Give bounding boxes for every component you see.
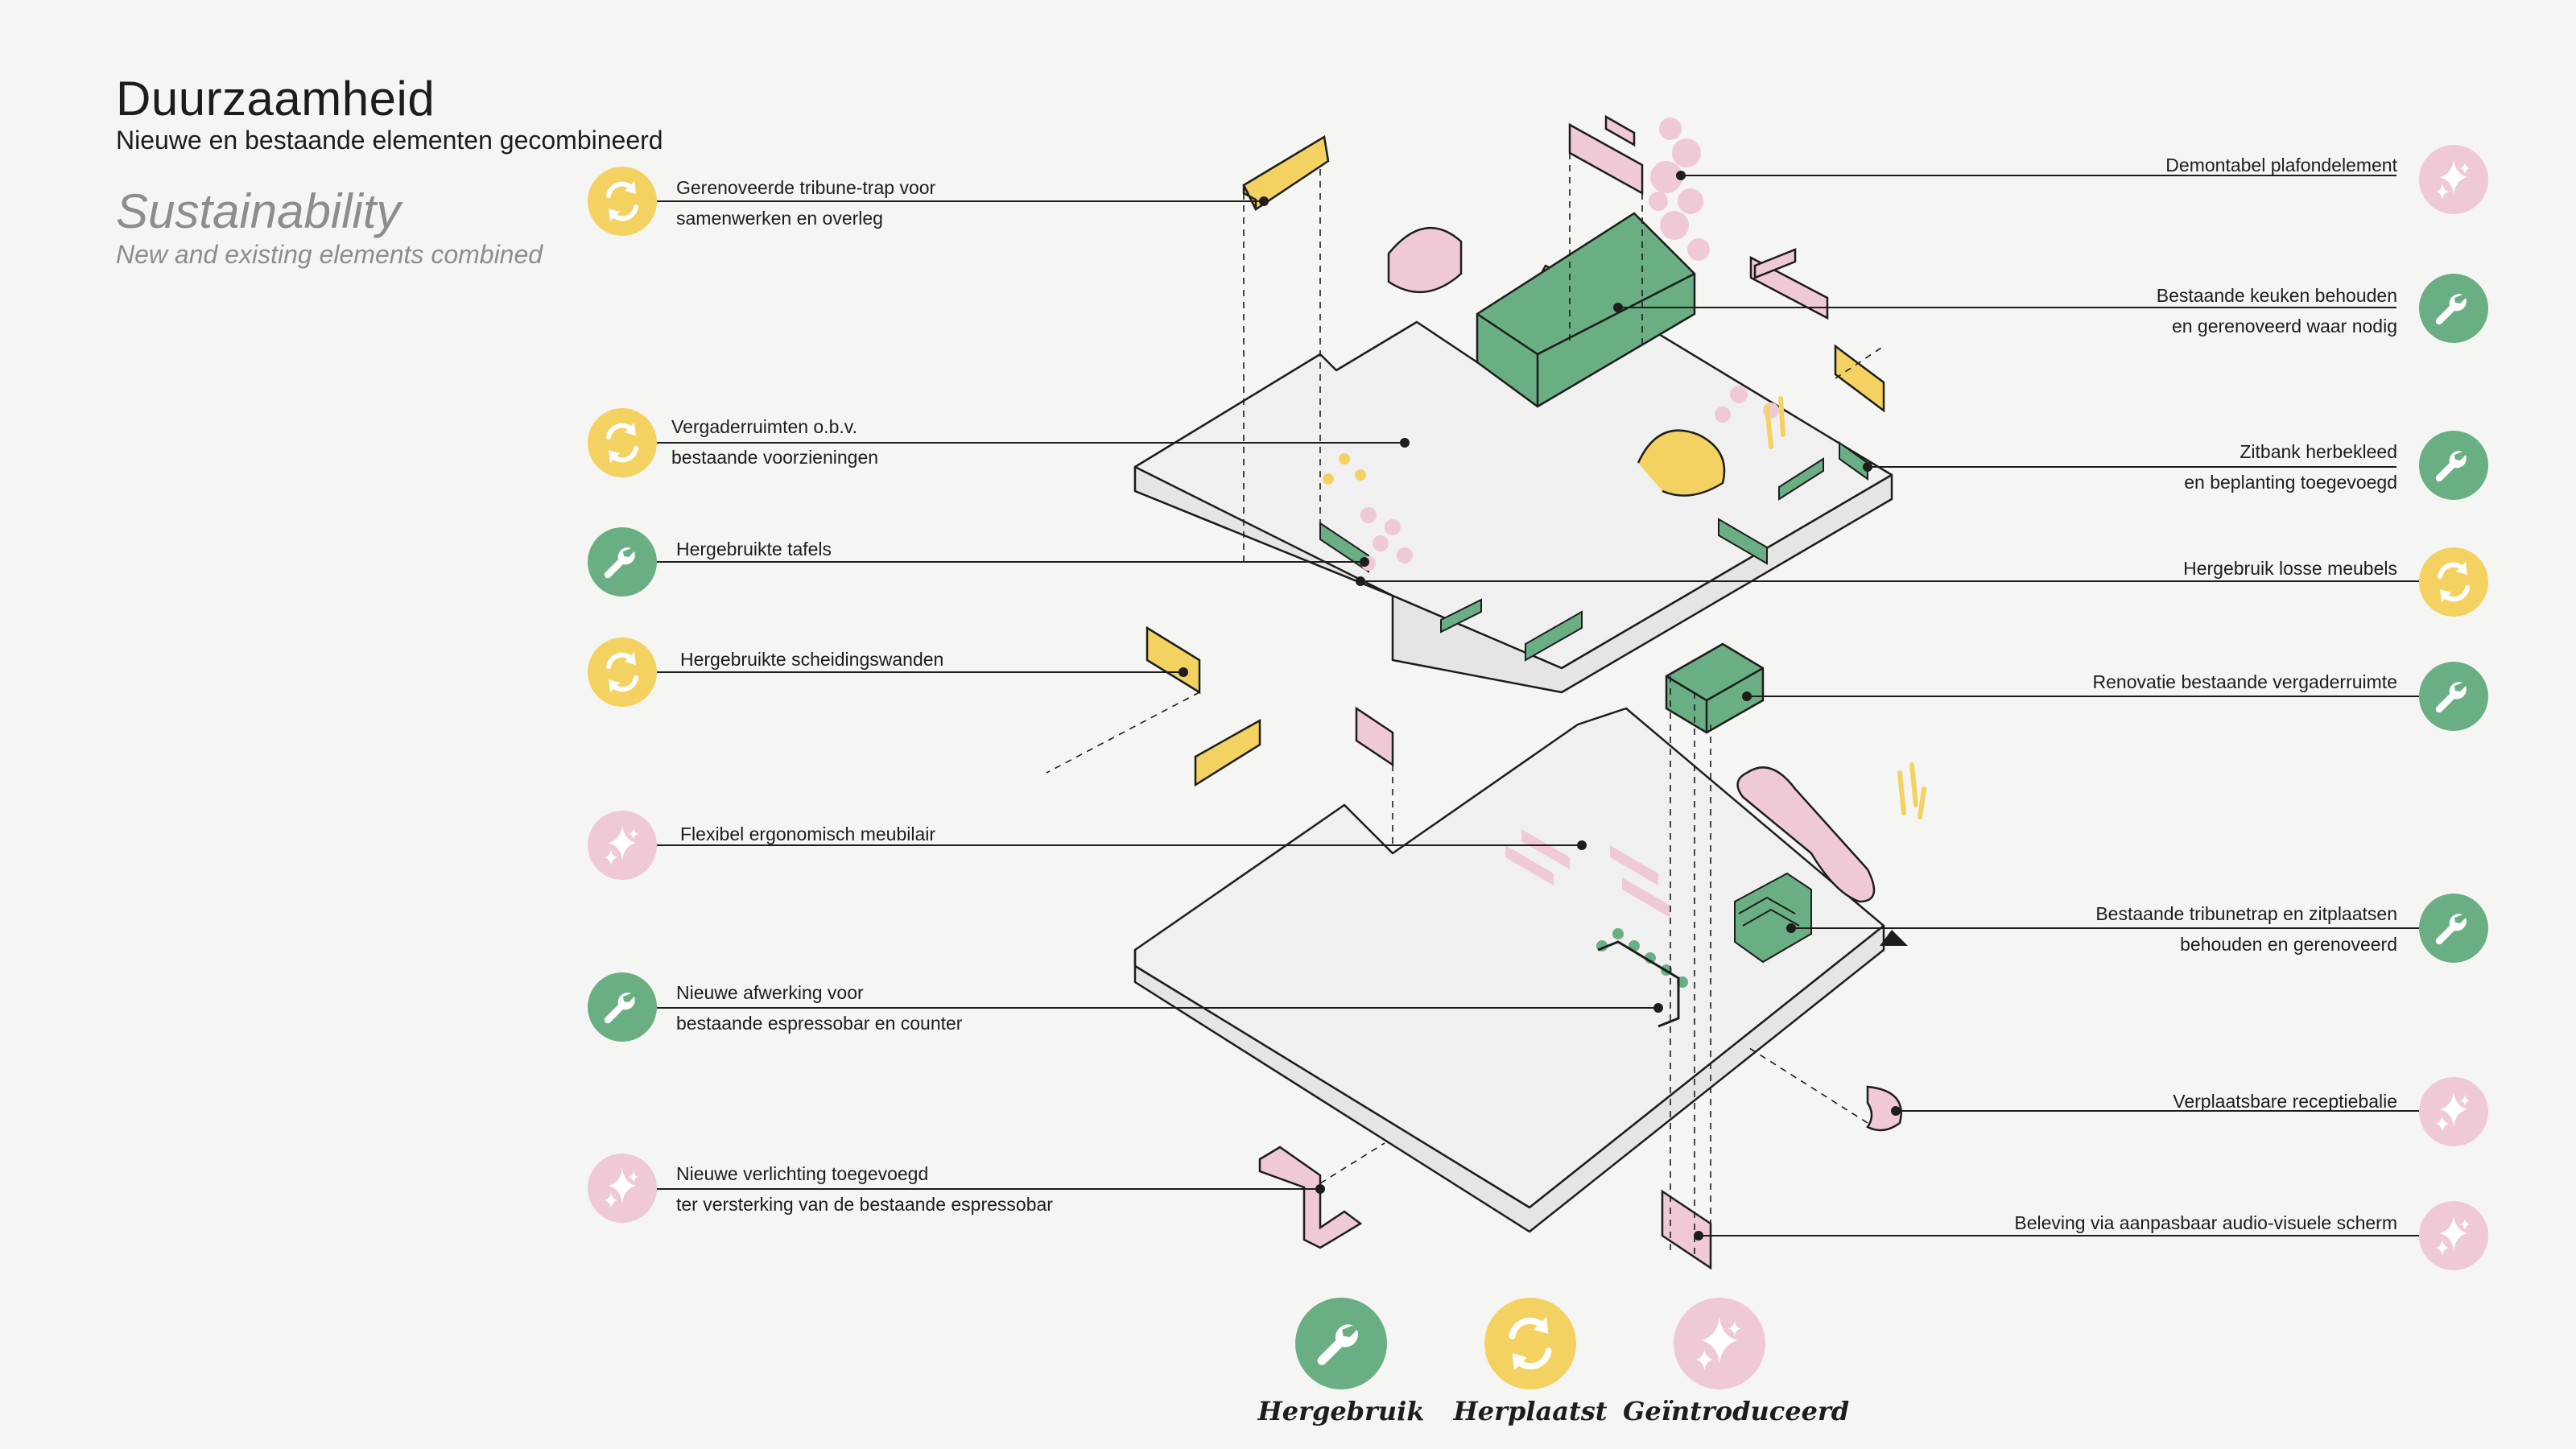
page-subtitle: Nieuwe en bestaande elementen gecombinee… — [116, 126, 663, 155]
callout-scheidingswanden: Hergebruikte scheidingswanden — [680, 649, 944, 670]
badge-introduced — [2419, 1077, 2488, 1146]
green-furniture-upper — [1319, 441, 1868, 662]
callout-flexibel-meubilair: Flexibel ergonomisch meubilair — [680, 824, 936, 844]
meeting-room-green — [1665, 642, 1765, 734]
badge-relocate — [2419, 547, 2488, 617]
tribune-stair-green — [1734, 872, 1812, 964]
legend-label: Hergebruik — [1257, 1396, 1425, 1426]
callout-vergaderruimte-renovatie: Renovatie bestaande vergaderruimte — [2092, 671, 2397, 692]
recycle-arrows-icon — [1484, 1298, 1576, 1389]
callout-vergaderruimten: Vergaderruimten o.b.v.bestaande voorzien… — [671, 416, 879, 468]
page-subtitle-english: New and existing elements combined — [116, 240, 543, 269]
callout-receptiebalie: Verplaatsbare receptiebalie — [2173, 1091, 2397, 1112]
zitbank-ring — [1637, 429, 1726, 497]
badge-introduced — [588, 1154, 657, 1223]
badge-introduced — [588, 811, 657, 880]
badge-reuse — [588, 972, 657, 1042]
page-title-english: Sustainability — [116, 184, 401, 238]
badge-relocate — [588, 638, 657, 707]
pink-dots-upper — [1360, 386, 1779, 571]
callout-plafondelement: Demontabel plafondelement — [2165, 155, 2397, 175]
tribune-stair-yellow — [1242, 134, 1330, 211]
pink-flex-furniture — [1505, 829, 1670, 918]
badge-reuse — [2419, 662, 2488, 731]
kitchen-block — [1476, 212, 1696, 408]
badge-reuse — [2419, 274, 2488, 343]
badge-reuse — [2419, 894, 2488, 963]
pink-seating-blob — [1736, 766, 1876, 903]
callout-av-scherm: Beleving via aanpasbaar audio-visuele sc… — [2014, 1212, 2397, 1233]
espressobar-counter — [1597, 940, 1680, 1028]
badge-reuse — [588, 527, 657, 597]
pink-lighting-bar — [1258, 1146, 1363, 1249]
wrench-icon — [1295, 1298, 1387, 1389]
badge-relocate — [588, 167, 657, 236]
callout-losse-meubels: Hergebruik losse meubels — [2183, 558, 2397, 579]
pink-ceiling-dome — [1387, 227, 1463, 294]
pink-ceiling-panels — [1355, 114, 1829, 1270]
legend-label: Herplaatst — [1453, 1396, 1608, 1426]
badge-reuse — [2419, 431, 2488, 500]
legend-item-geintroduceerd: Geïntroduceerd — [1623, 1298, 1850, 1426]
yellow-marks-lower — [1765, 396, 1926, 819]
badge-relocate — [588, 408, 657, 477]
lower-floor-edge — [1133, 924, 1885, 1233]
sparkle-icon — [1674, 1298, 1765, 1389]
pink-reception-desk — [1866, 1085, 1902, 1132]
upper-floor-edge — [1133, 465, 1893, 694]
ceiling-element-cloud — [1649, 118, 1710, 261]
callout-hergebruikte-tafels: Hergebruikte tafels — [676, 539, 832, 559]
legend-item-herplaatst: Herplaatst — [1434, 1298, 1627, 1426]
legend-item-hergebruik: Hergebruik — [1245, 1298, 1438, 1426]
direction-arrow-icon — [1880, 930, 1908, 946]
page-title: Duurzaamheid — [116, 72, 436, 126]
badge-introduced — [2419, 145, 2488, 214]
legend-label: Geïntroduceerd — [1623, 1396, 1850, 1426]
badge-introduced — [2419, 1201, 2488, 1270]
